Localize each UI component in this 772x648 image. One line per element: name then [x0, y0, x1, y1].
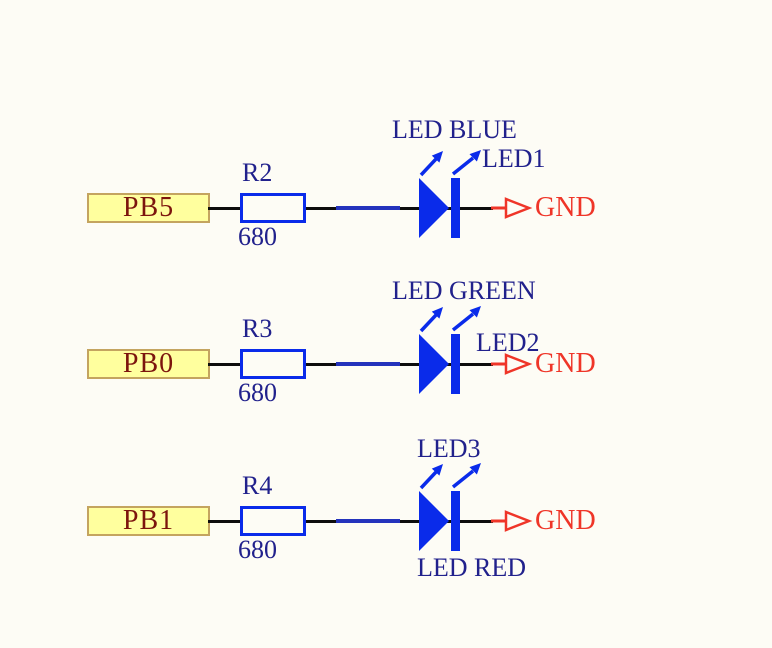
led-anode-triangle — [419, 334, 449, 394]
led-emission-arrows-icon — [419, 150, 481, 177]
gnd-arrow-icon — [504, 197, 533, 219]
gnd-label: GND — [535, 192, 596, 223]
led-cathode-bar — [451, 178, 460, 238]
led-anode-triangle — [419, 491, 449, 551]
resistor-ref-label: R4 — [242, 471, 273, 500]
port-net-flag[interactable]: PB1 — [87, 506, 210, 536]
led-circuit-row: PB1 R4 680 LED3 LED RED GND — [0, 413, 772, 629]
resistor-value-label: 680 — [238, 535, 277, 564]
led-symbol[interactable] — [415, 294, 485, 396]
gnd-symbol[interactable] — [489, 349, 535, 379]
resistor-symbol[interactable] — [240, 349, 306, 379]
port-label: PB0 — [122, 348, 175, 379]
port-net-flag[interactable]: PB5 — [87, 193, 210, 223]
led-emission-arrows-icon — [419, 306, 481, 333]
gnd-arrow-icon — [504, 510, 533, 532]
resistor-value-label: 680 — [238, 378, 277, 407]
led-cathode-bar — [451, 334, 460, 394]
port-label: PB5 — [122, 192, 175, 223]
gnd-symbol[interactable] — [489, 506, 535, 536]
wire-segment-blue — [336, 362, 400, 366]
gnd-label: GND — [535, 348, 596, 379]
gnd-arrow-icon — [504, 353, 533, 375]
led-anode-triangle — [419, 178, 449, 238]
led-circuit-row: PB0 R3 680 LED GREEN LED2 GND — [0, 256, 772, 472]
led-symbol[interactable] — [415, 138, 485, 240]
led-symbol[interactable] — [415, 451, 485, 553]
port-label: PB1 — [122, 505, 175, 536]
led-name-label: LED RED — [417, 553, 527, 582]
led-emission-arrows-icon — [419, 463, 481, 490]
gnd-label: GND — [535, 505, 596, 536]
led-name-label: LED GREEN — [392, 276, 536, 305]
led-name-label: LED BLUE — [392, 115, 517, 144]
wire-segment — [208, 363, 243, 366]
wire-segment — [208, 207, 243, 210]
wire-segment — [208, 520, 243, 523]
gnd-symbol[interactable] — [489, 193, 535, 223]
port-net-flag[interactable]: PB0 — [87, 349, 210, 379]
resistor-value-label: 680 — [238, 222, 277, 251]
resistor-symbol[interactable] — [240, 193, 306, 223]
led-cathode-bar — [451, 491, 460, 551]
led-circuit-row: PB5 R2 680 LED BLUE LED1 GND — [0, 100, 772, 316]
resistor-ref-label: R3 — [242, 314, 273, 343]
resistor-symbol[interactable] — [240, 506, 306, 536]
led-ref-label: LED3 — [417, 434, 481, 463]
wire-segment-blue — [336, 206, 400, 210]
resistor-ref-label: R2 — [242, 158, 273, 187]
led-ref-label: LED2 — [476, 328, 540, 357]
wire-segment-blue — [336, 519, 400, 523]
led-ref-label: LED1 — [482, 144, 546, 173]
